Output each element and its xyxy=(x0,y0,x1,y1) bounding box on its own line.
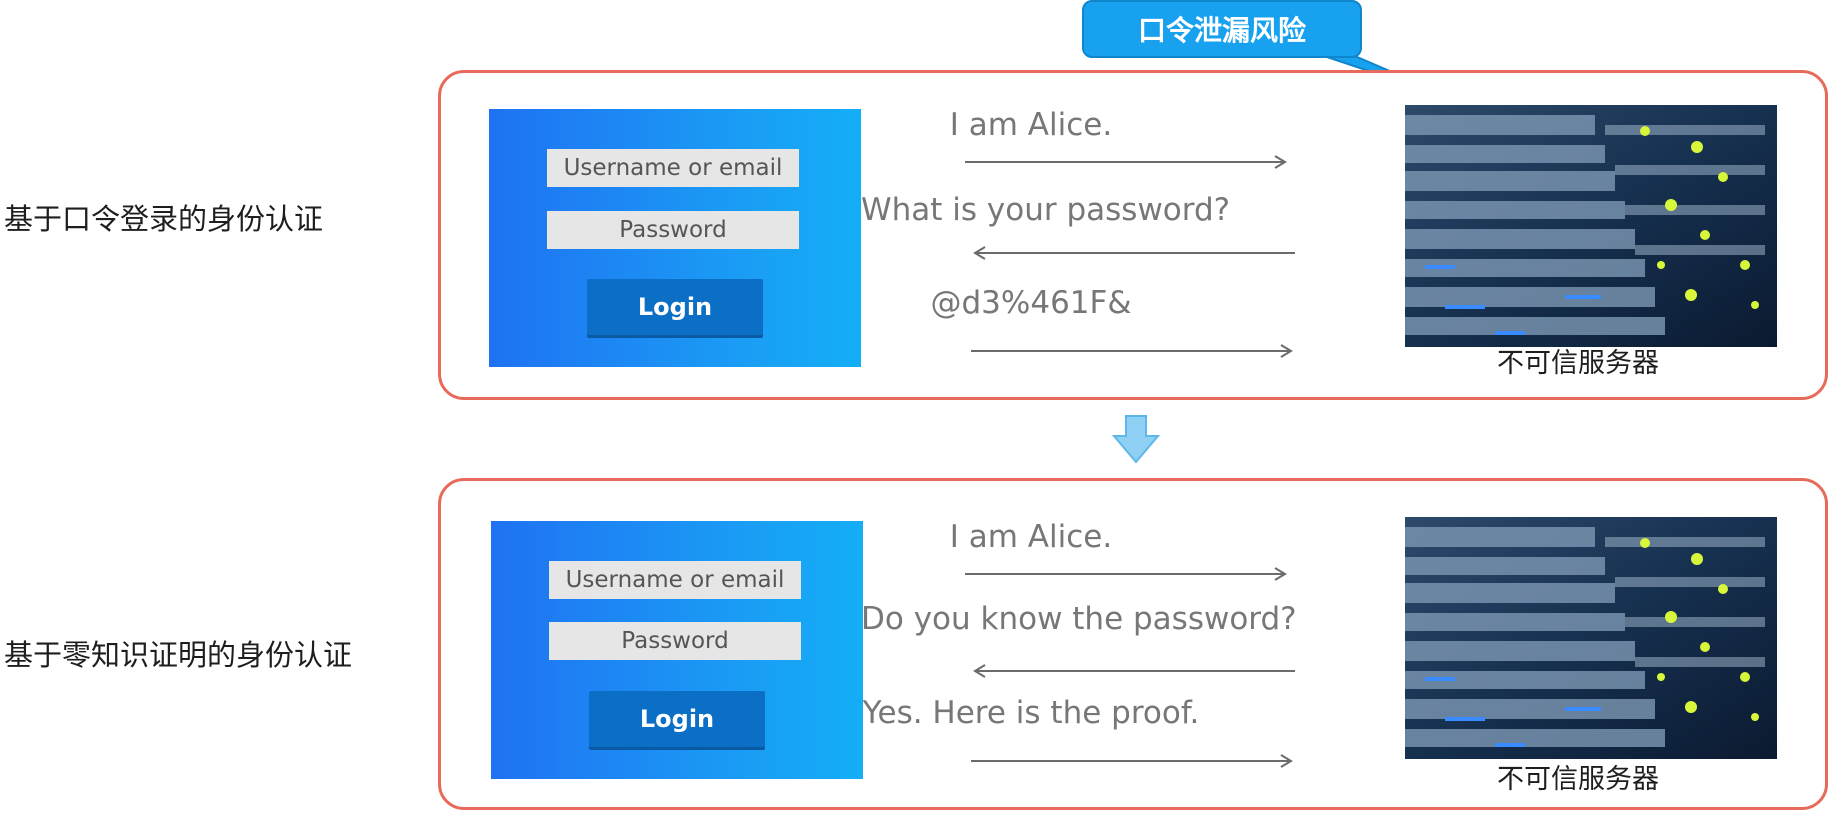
server-label: 不可信服务器 xyxy=(1497,764,1659,795)
message-challenge: What is your password? xyxy=(861,192,1231,228)
arrow-right-icon xyxy=(971,344,1293,358)
password-auth-panel: Username or email Password Login I am Al… xyxy=(438,70,1828,400)
login-form-card: Username or email Password Login xyxy=(491,521,863,779)
message-claim: I am Alice. xyxy=(949,107,1113,143)
password-field[interactable]: Password xyxy=(547,211,799,249)
message-response: Yes. Here is the proof. xyxy=(862,695,1200,731)
arrow-left-icon xyxy=(973,664,1295,678)
message-challenge: Do you know the password? xyxy=(861,601,1297,637)
message-response: @d3%461F& xyxy=(930,285,1132,321)
login-button[interactable]: Login xyxy=(587,279,763,335)
arrow-left-icon xyxy=(973,246,1295,260)
arrow-right-icon xyxy=(965,567,1287,581)
arrow-right-icon xyxy=(965,155,1287,169)
username-field[interactable]: Username or email xyxy=(547,149,799,187)
server-rack-image xyxy=(1405,105,1777,347)
message-claim: I am Alice. xyxy=(949,519,1113,555)
server-rack-image xyxy=(1405,517,1777,759)
login-form-card: Username or email Password Login xyxy=(489,109,861,367)
row-label-password-auth: 基于口令登录的身份认证 xyxy=(4,202,324,236)
login-button[interactable]: Login xyxy=(589,691,765,747)
server-label: 不可信服务器 xyxy=(1497,348,1659,379)
down-arrow-icon xyxy=(1111,415,1161,464)
arrow-right-icon xyxy=(971,754,1293,768)
username-field[interactable]: Username or email xyxy=(549,561,801,599)
zkp-auth-panel: Username or email Password Login I am Al… xyxy=(438,478,1828,810)
row-label-zkp-auth: 基于零知识证明的身份认证 xyxy=(4,638,353,672)
password-leak-risk-callout: 口令泄漏风险 xyxy=(1082,0,1362,58)
password-field[interactable]: Password xyxy=(549,622,801,660)
